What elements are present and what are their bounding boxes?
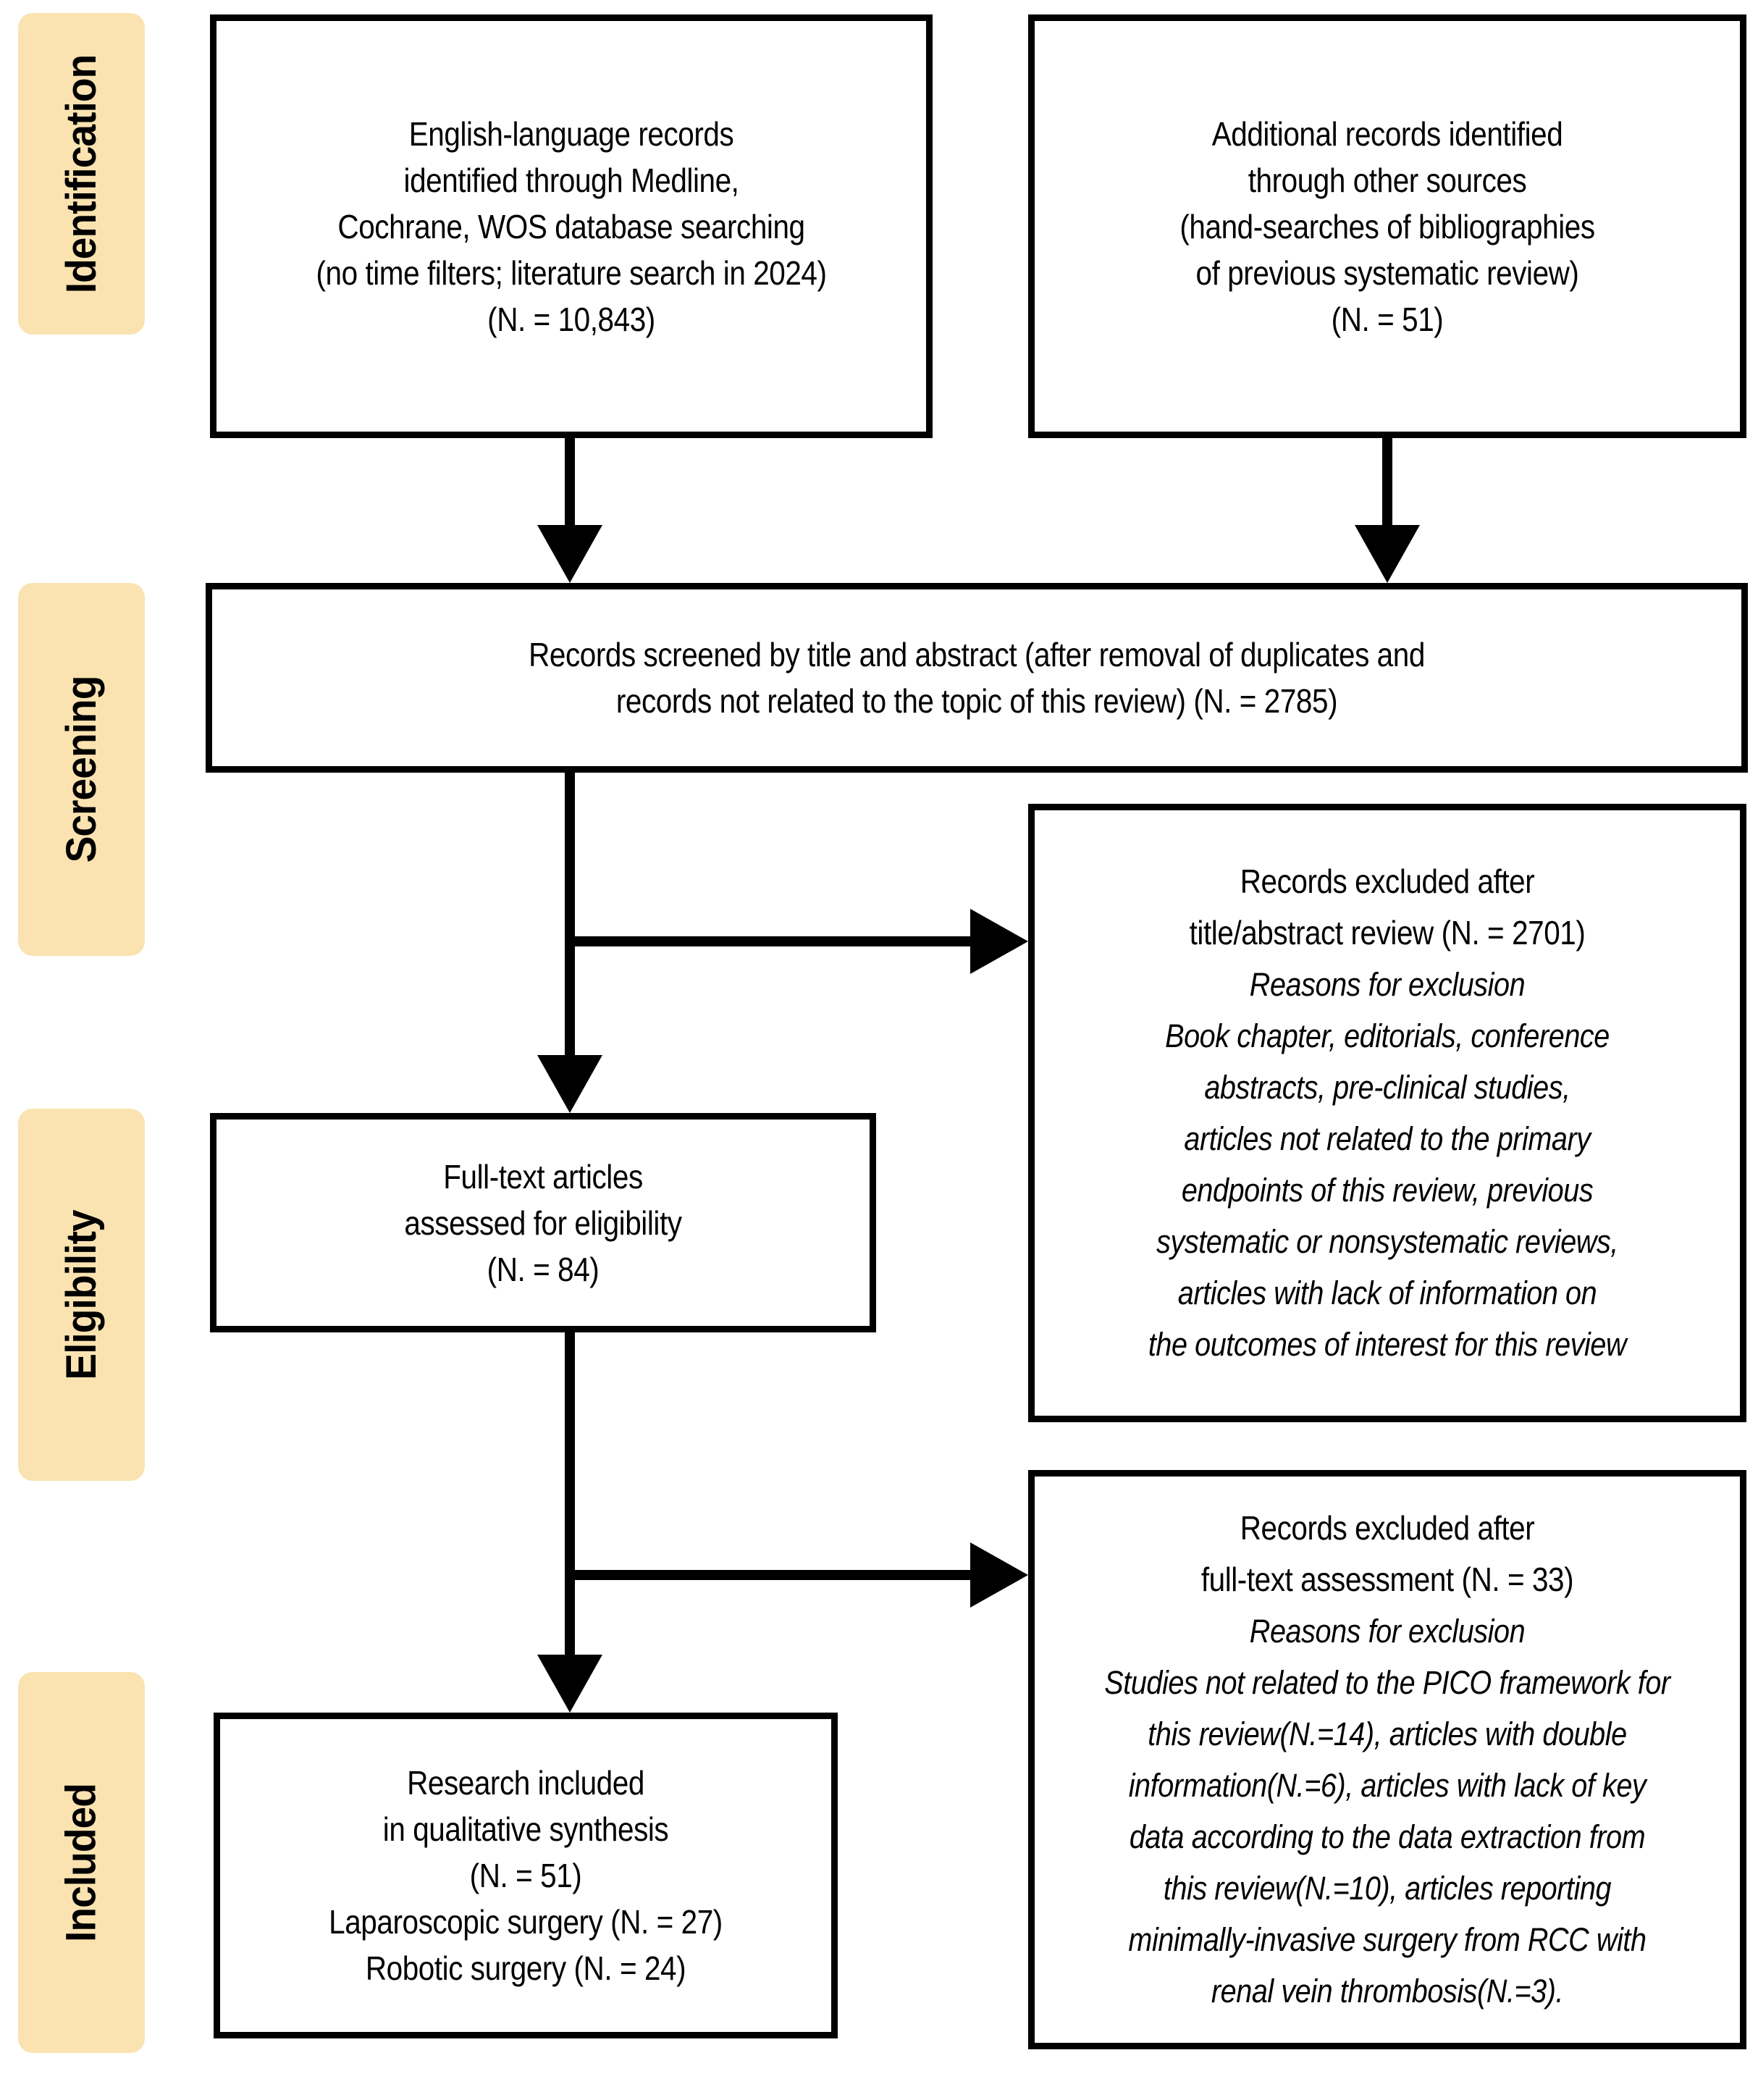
box-excluded-full-text-reasons-label: Reasons for exclusion bbox=[1249, 1613, 1526, 1650]
arrow-line-additional-to-screened bbox=[1382, 438, 1392, 532]
box-excluded-title-abstract: Records excluded after title/abstract re… bbox=[1028, 804, 1746, 1422]
box-records-screened: Records screened by title and abstract (… bbox=[206, 583, 1748, 773]
box-additional-records: Additional records identified through ot… bbox=[1028, 14, 1746, 438]
arrow-line-fulltext-to-included bbox=[565, 1332, 575, 1658]
stage-label-identification: Identification bbox=[18, 13, 145, 335]
stage-label-screening-text: Screening bbox=[58, 676, 105, 863]
arrowhead-additional-to-screened bbox=[1355, 525, 1420, 583]
stage-label-eligibility: Eligibility bbox=[18, 1109, 145, 1481]
box-records-identified-text: English-language records identified thro… bbox=[316, 114, 827, 338]
arrow-line-branch-excluded-title bbox=[565, 936, 972, 946]
arrow-line-branch-excluded-fulltext bbox=[565, 1570, 972, 1580]
box-excluded-title-abstract-reasons-label: Reasons for exclusion bbox=[1249, 966, 1526, 1003]
box-records-identified: English-language records identified thro… bbox=[210, 14, 933, 438]
arrowhead-screened-to-fulltext bbox=[537, 1055, 602, 1113]
box-research-included-text: Research included in qualitative synthes… bbox=[329, 1764, 723, 1987]
box-excluded-title-abstract-reasons: Book chapter, editorials, conference abs… bbox=[1148, 1017, 1627, 1363]
stage-label-eligibility-text: Eligibility bbox=[58, 1209, 105, 1380]
arrowhead-branch-excluded-title bbox=[970, 909, 1028, 974]
stage-label-screening: Screening bbox=[18, 583, 145, 956]
stage-label-included: Included bbox=[18, 1672, 145, 2053]
arrowhead-fulltext-to-included bbox=[537, 1655, 602, 1713]
arrowhead-identified-to-screened bbox=[537, 525, 602, 583]
box-excluded-full-text-reasons: Studies not related to the PICO framewor… bbox=[1104, 1664, 1670, 2009]
box-excluded-full-text-heading: Records excluded after full-text assessm… bbox=[1200, 1509, 1574, 1598]
box-excluded-full-text: Records excluded after full-text assessm… bbox=[1028, 1470, 1746, 2049]
arrow-line-identified-to-screened bbox=[565, 438, 575, 532]
box-full-text-assessed-text: Full-text articles assessed for eligibil… bbox=[404, 1157, 682, 1288]
box-additional-records-text: Additional records identified through ot… bbox=[1179, 114, 1595, 338]
arrowhead-branch-excluded-fulltext bbox=[970, 1542, 1028, 1608]
arrow-line-screened-to-fulltext bbox=[565, 773, 575, 1059]
box-records-screened-text: Records screened by title and abstract (… bbox=[529, 636, 1425, 720]
stage-label-identification-text: Identification bbox=[58, 54, 106, 293]
box-research-included: Research included in qualitative synthes… bbox=[214, 1713, 838, 2038]
stage-label-included-text: Included bbox=[58, 1783, 105, 1942]
box-excluded-title-abstract-heading: Records excluded after title/abstract re… bbox=[1189, 862, 1586, 952]
box-full-text-assessed: Full-text articles assessed for eligibil… bbox=[210, 1113, 876, 1332]
